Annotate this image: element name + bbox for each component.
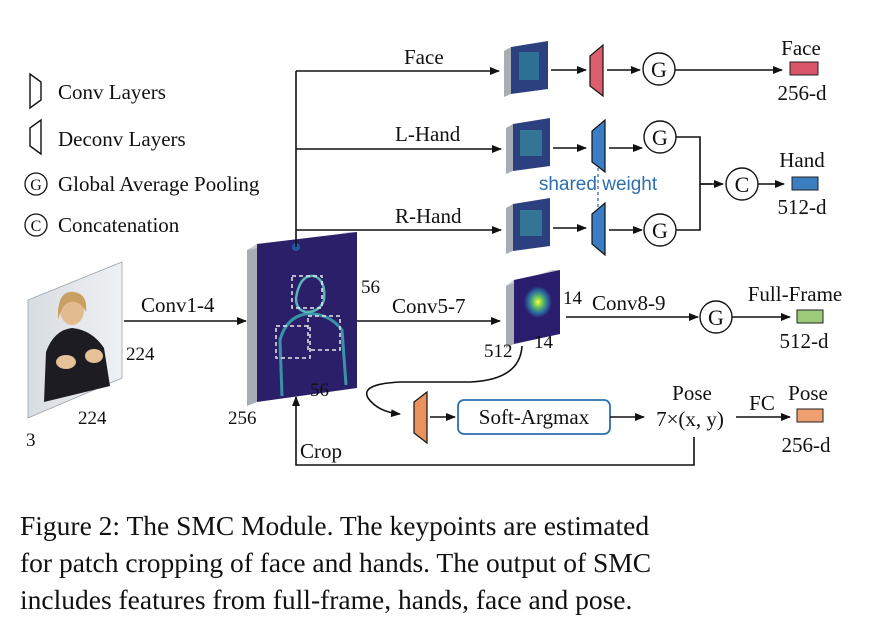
face-crop-box <box>291 275 323 309</box>
pose-output-box <box>796 408 824 423</box>
pose-fc-label: FC <box>749 391 775 415</box>
conv8-9-label: Conv8-9 <box>592 291 666 315</box>
fm14-width-label: 14 <box>534 332 554 353</box>
shared-weight-label: shared weight <box>539 174 658 195</box>
fm56-channels-label: 256 <box>228 408 257 429</box>
gap-symbol-letter: G <box>30 177 42 194</box>
caption-line-1: Figure 2: The SMC Module. The keypoints … <box>20 510 650 541</box>
face-output-box <box>789 61 819 76</box>
full-gap-letter: G <box>708 305 724 330</box>
input-frame: 224 224 3 <box>26 261 155 451</box>
legend-gap-label: Global Average Pooling <box>58 172 260 196</box>
caption-line-2: for patch cropping of face and hands. Th… <box>20 547 652 578</box>
lhand-gap-letter: G <box>652 125 668 150</box>
rhand-to-concat-line <box>676 184 701 231</box>
feature-map-56: 56 56 256 <box>228 232 380 429</box>
feature-map-56-side <box>247 244 257 406</box>
lhand-to-concat-line <box>676 136 712 185</box>
lhand-patch-activation <box>520 130 542 156</box>
conv-layer-icon <box>29 72 42 110</box>
legend-deconv-label: Deconv Layers <box>58 127 186 151</box>
hand-output-box <box>791 176 819 191</box>
full-output-title: Full-Frame <box>748 282 843 306</box>
lhand-patch-side <box>506 124 513 174</box>
soft-argmax-label: Soft-Argmax <box>479 405 590 429</box>
fm14-height-label: 14 <box>563 288 583 309</box>
rhand-branch: G <box>506 198 677 257</box>
conv1-4-label: Conv1-4 <box>141 293 215 317</box>
keypoint-heat-spot <box>524 286 552 318</box>
crop-feedback-arrow <box>292 396 695 466</box>
face-patch-side <box>504 47 511 97</box>
person-hand-left <box>56 355 76 369</box>
figure-caption: Figure 2: The SMC Module. The keypoints … <box>20 507 860 618</box>
feature-map-56-front <box>257 232 357 402</box>
body-activation <box>278 312 348 397</box>
concat-node-letter: C <box>735 172 750 197</box>
fm56-height-label: 56 <box>361 277 380 298</box>
head-activation <box>294 274 326 314</box>
caption-line-3: includes features from full-frame, hands… <box>20 584 633 615</box>
pose-branch: Soft-Argmax Pose 7×(x, y) FC Pose 256-d … <box>292 345 831 466</box>
deconv-layer-icon <box>29 118 42 156</box>
gap-symbol <box>24 172 48 196</box>
legend: Conv Layers Deconv Layers G Global Avera… <box>24 72 260 237</box>
face-gap-letter: G <box>651 57 667 82</box>
face-patch-activation <box>519 52 539 80</box>
crop-label: Crop <box>300 439 342 463</box>
rhand-gap-letter: G <box>652 218 668 243</box>
face-gap-node <box>642 52 676 86</box>
rhand-patch-activation <box>520 210 542 236</box>
fm14-channels-label: 512 <box>484 341 513 362</box>
face-deconv-layer <box>589 43 604 98</box>
input-channels-label: 3 <box>26 430 36 451</box>
conv5-7-label: Conv5-7 <box>392 294 466 318</box>
concat-symbol-letter: C <box>31 218 42 235</box>
feature-map-14: 14 14 512 <box>484 270 583 362</box>
full-output-dim: 512-d <box>780 329 829 353</box>
rhand-deconv-layer <box>591 201 606 257</box>
face-output-title: Face <box>781 36 821 60</box>
concat-symbol <box>24 213 48 237</box>
pose-output-title: Pose <box>788 381 828 405</box>
hand-crop-box-right <box>307 315 341 351</box>
feature-map-14-side <box>506 280 514 348</box>
legend-concat-label: Concatenation <box>58 213 180 237</box>
input-height-label: 224 <box>126 344 155 365</box>
pose-deconv-layer <box>413 390 428 445</box>
rhand-branch-label: R-Hand <box>395 204 462 228</box>
pose-output-dim: 256-d <box>782 433 831 457</box>
lhand-deconv-layer <box>591 118 606 174</box>
face-branch-label: Face <box>404 45 444 69</box>
smc-diagram: Conv Layers Deconv Layers G Global Avera… <box>24 36 843 466</box>
legend-conv-label: Conv Layers <box>58 80 166 104</box>
face-output-dim: 256-d <box>778 81 827 105</box>
person-hand-right <box>85 349 103 363</box>
fm56-width-label: 56 <box>310 380 329 401</box>
person-hair <box>58 291 87 320</box>
hand-output-title: Hand <box>779 148 825 172</box>
hand-concat: C Hand 512-d <box>676 136 827 231</box>
lhand-branch-label: L-Hand <box>395 122 461 146</box>
person-body <box>44 328 110 402</box>
hand-crop-box-left <box>275 325 311 359</box>
hand-output-dim: 512-d <box>778 195 827 219</box>
pose-coords-title: Pose <box>672 381 712 405</box>
input-width-label: 224 <box>78 408 107 429</box>
full-output-box <box>796 309 824 324</box>
face-branch: G Face 256-d <box>504 36 827 105</box>
lhand-branch: G <box>506 118 677 174</box>
rhand-patch-side <box>506 204 513 254</box>
stage2-to-pose-curve <box>365 345 523 418</box>
pose-coords: 7×(x, y) <box>656 407 724 431</box>
